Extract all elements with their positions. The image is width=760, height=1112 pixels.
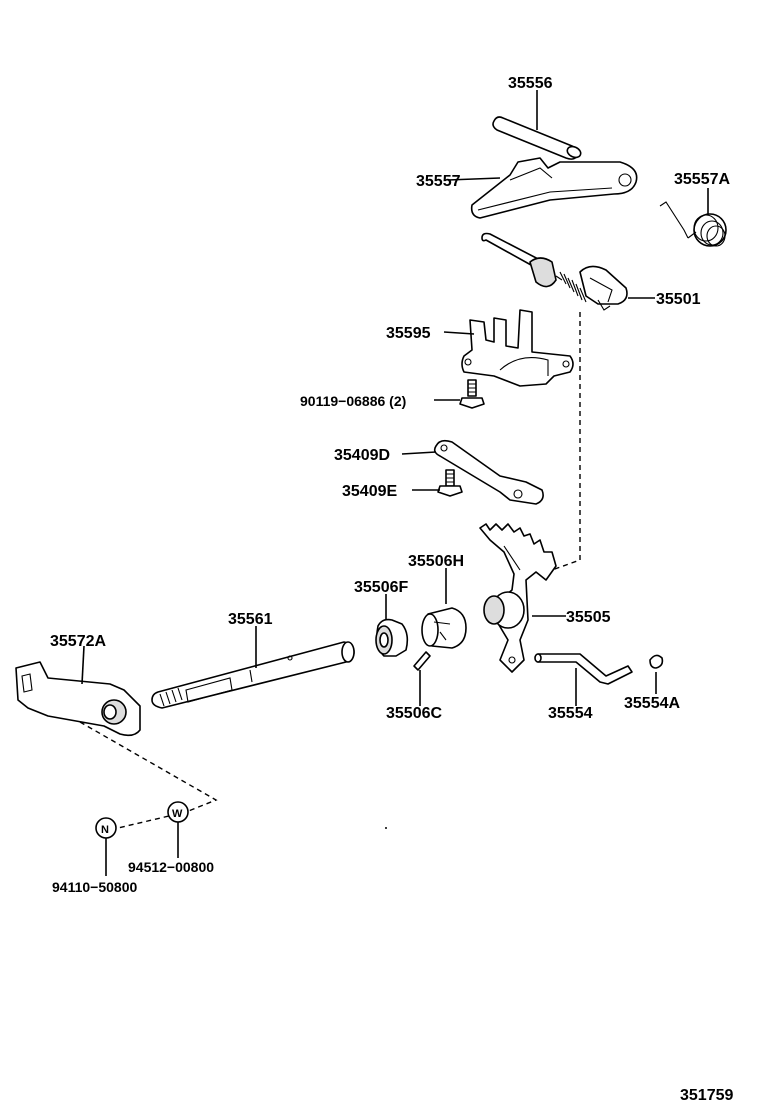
shaft-35561 — [151, 641, 355, 709]
stray-dot — [385, 827, 387, 829]
sector-35505 — [479, 523, 557, 673]
label-35506H: 35506H — [408, 553, 464, 570]
label-35505: 35505 — [566, 609, 611, 626]
spring-35557A — [659, 201, 727, 247]
pin-35556 — [492, 116, 582, 160]
label-35595: 35595 — [386, 325, 431, 342]
lever-35557 — [470, 157, 638, 219]
collar-35506H — [421, 607, 467, 649]
diagram-id: 351759 — [680, 1087, 733, 1104]
label-35557A: 35557A — [674, 171, 730, 188]
label-35409E: 35409E — [342, 483, 397, 500]
washer-94512: W — [167, 801, 189, 823]
label-35506C: 35506C — [386, 705, 442, 722]
label-35556: 35556 — [508, 75, 553, 92]
label-35554: 35554 — [548, 705, 593, 722]
rod-35554 — [534, 653, 633, 685]
lever-35572A — [15, 661, 141, 737]
nut-marker: N — [101, 824, 109, 836]
label-35572A: 35572A — [50, 633, 106, 650]
rod-35501 — [481, 232, 628, 311]
label-35557: 35557 — [416, 173, 461, 190]
label-35501: 35501 — [656, 291, 701, 308]
pin-35506C — [413, 651, 431, 671]
label-35561: 35561 — [228, 611, 273, 628]
washer-marker: W — [172, 808, 183, 820]
nut-94110: N — [95, 817, 117, 839]
bolt-90119 — [459, 379, 485, 409]
bolt-35409E — [437, 469, 463, 497]
label-35409D: 35409D — [334, 447, 390, 464]
clip-35554A — [649, 654, 664, 669]
bracket-35595 — [461, 309, 574, 387]
label-94110: 94110−50800 — [52, 879, 137, 895]
label-35506F: 35506F — [354, 579, 408, 596]
label-35554A: 35554A — [624, 695, 680, 712]
bushing-35506F — [375, 618, 409, 657]
label-94512: 94512−00800 — [128, 859, 214, 875]
label-90119: 90119−06886 (2) — [300, 393, 406, 409]
